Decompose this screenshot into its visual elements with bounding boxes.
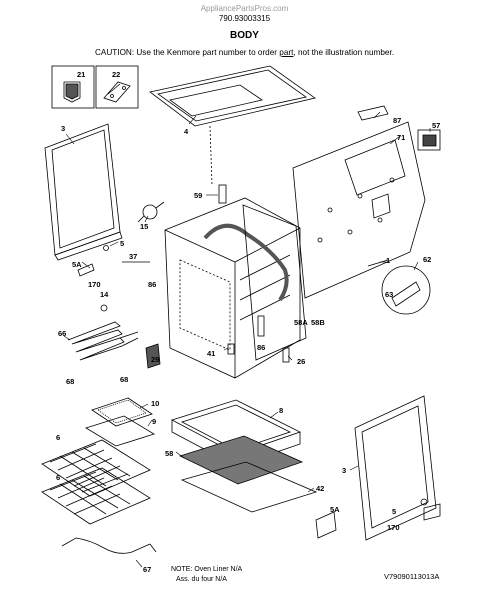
part-29-knob [145, 343, 161, 369]
part-67-broil-element [61, 537, 151, 554]
callout-1: 1 [386, 256, 390, 265]
callout-42: 42 [316, 484, 324, 493]
part-42-drawer-bottom [180, 461, 318, 513]
callout-63: 63 [385, 290, 393, 299]
document-number: 790.93003315 [218, 14, 271, 23]
callout-14: 14 [100, 290, 109, 299]
callout-66: 66 [58, 329, 66, 338]
part-21-clip-drawing [63, 81, 81, 103]
part-26-hinge [282, 347, 290, 363]
part-5-screw-lower [420, 498, 428, 506]
part-59-sensor [218, 184, 227, 204]
callout-68-right: 68 [120, 375, 128, 384]
part-41-clip [227, 343, 235, 355]
part-15-lamp [137, 201, 165, 223]
part-62-detail-circle [381, 265, 431, 315]
callout-8: 8 [279, 406, 283, 415]
callout-6-lower: 6 [56, 473, 60, 482]
part-58-drawer-liner [178, 435, 304, 485]
callout-5-upper: 5 [120, 239, 124, 248]
callout-58a: 58A [294, 318, 308, 327]
callout-22: 22 [112, 70, 120, 79]
part-3-right-door [354, 395, 437, 541]
callout-71: 71 [397, 133, 405, 142]
part-3-left-door [44, 123, 123, 261]
callout-86-upper: 86 [148, 280, 156, 289]
part-22-box [95, 65, 139, 109]
callout-6-upper: 6 [56, 433, 60, 442]
callout-29: 29 [151, 355, 159, 364]
watermark-text: AppliancePartsPros.com [200, 4, 289, 13]
callout-170-lower: 170 [387, 523, 400, 532]
front-frame [242, 204, 307, 361]
callout-4: 4 [184, 127, 189, 136]
part-1-terminal [367, 259, 389, 267]
callout-62: 62 [423, 255, 431, 264]
bake-element-66 [67, 321, 139, 361]
part-86-hinge [257, 315, 265, 337]
callout-68-left: 68 [66, 377, 74, 386]
oven-liner-note: NOTE: Oven Liner N/A [171, 566, 243, 573]
part-71-rear-panel [292, 121, 426, 299]
section-title: BODY [230, 30, 259, 41]
callout-57: 57 [432, 121, 440, 130]
part-14-element [100, 304, 108, 312]
part-link[interactable]: part [279, 48, 294, 57]
callout-5-lower: 5 [392, 507, 396, 516]
callout-67: 67 [143, 565, 151, 574]
leader-lines [63, 111, 431, 568]
figure-code: V79090113013A [384, 572, 440, 581]
callout-86-lower: 86 [257, 343, 265, 352]
callout-58: 58 [165, 449, 173, 458]
callout-3-upper: 3 [61, 124, 65, 133]
part-87-plate [357, 105, 389, 121]
caution-before: CAUTION: Use the Kenmore part number to … [95, 48, 280, 57]
callout-26: 26 [297, 357, 305, 366]
caution-after: , not the illustration number. [293, 48, 394, 57]
callout-58b: 58B [311, 318, 325, 327]
assembly-note: Ass. du four N/A [176, 576, 227, 583]
part-21-box [51, 65, 95, 109]
callout-21: 21 [77, 70, 85, 79]
part-62-switch [391, 281, 421, 307]
part-22-bracket-drawing [103, 81, 131, 103]
part-57-box [417, 129, 441, 151]
part-67-terminal [149, 543, 157, 553]
part-5-screw [103, 245, 109, 251]
callout-41: 41 [207, 349, 215, 358]
part-57-cover [422, 134, 437, 147]
door-gasket [203, 223, 289, 302]
part-6-oven-rack-lower [41, 467, 151, 525]
callout-9: 9 [152, 417, 156, 426]
part-5a-hinge-lower [315, 511, 337, 539]
part-4-top-panel [149, 65, 316, 186]
callout-87: 87 [393, 116, 401, 125]
part-10-broiler-grid [91, 397, 153, 427]
callout-3-lower: 3 [342, 466, 346, 475]
callout-37: 37 [129, 252, 137, 261]
callout-170-upper: 170 [88, 280, 101, 289]
caution-text: CAUTION: Use the Kenmore part number to … [0, 48, 489, 57]
callout-5a-upper: 5A [72, 260, 82, 269]
part-6-oven-rack-upper [41, 439, 151, 497]
part-170-hinge-lower [423, 503, 441, 521]
callout-10: 10 [151, 399, 159, 408]
part-9-broiler-pan [85, 415, 155, 447]
callout-5a-lower: 5A [330, 505, 340, 514]
callout-59: 59 [194, 191, 202, 200]
callout-15: 15 [140, 222, 148, 231]
